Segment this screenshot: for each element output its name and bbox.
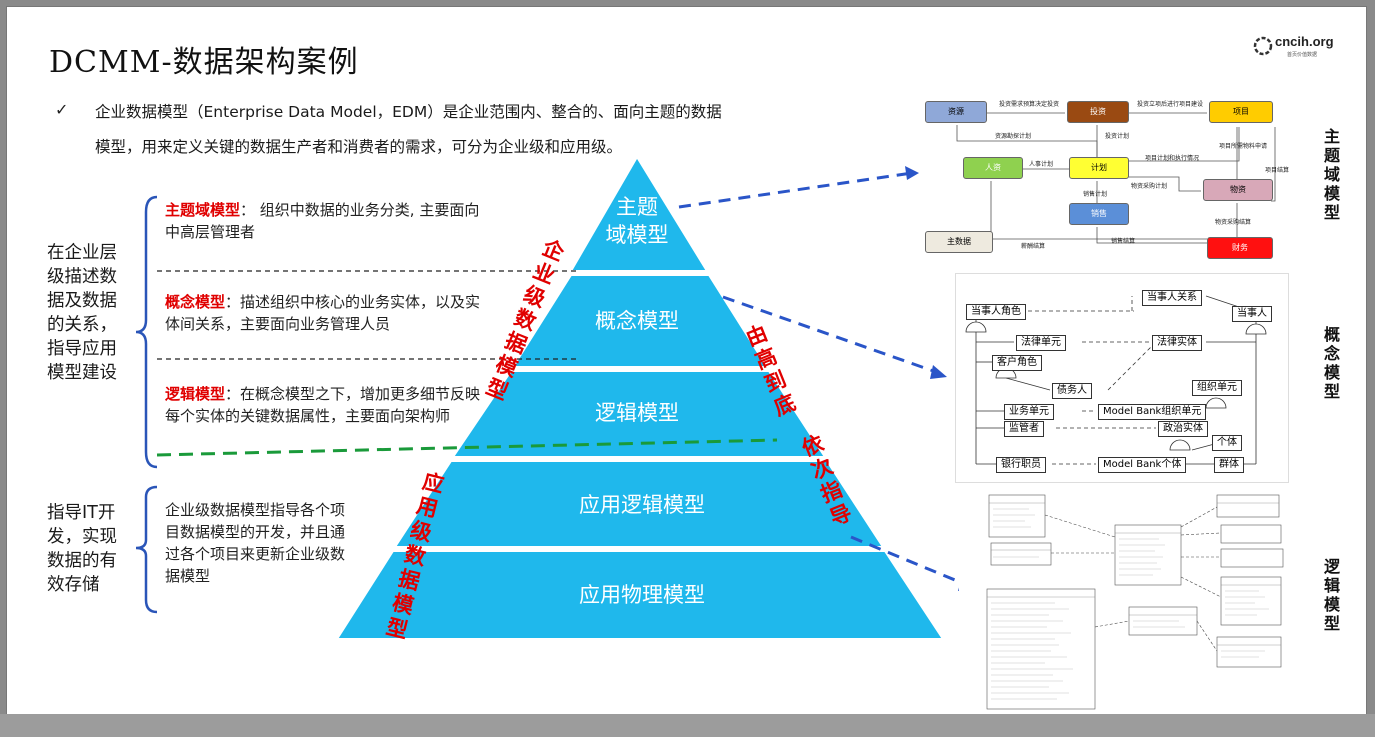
app-level-label: 指导IT开 发，实现 数据的有 效存储 bbox=[47, 503, 117, 595]
pyramid bbox=[156, 155, 975, 640]
edge-label-6: 项目计划和执行情况 bbox=[1145, 155, 1200, 162]
edge-label-2: 投资立项后进行项目建设 bbox=[1137, 101, 1204, 108]
intro-line-1: 企业数据模型（Enterprise Data Model，EDM）是企业范围内、… bbox=[95, 103, 722, 121]
pyramid-layer-logic bbox=[451, 370, 827, 458]
edge-label-5: 人事计划 bbox=[1029, 161, 1054, 168]
entity-party-role: 当事人角色 bbox=[966, 304, 1026, 320]
node-renli: 人资 bbox=[963, 157, 1023, 179]
arrow-to-concept bbox=[722, 295, 940, 375]
node-touzi: 投资 bbox=[1067, 101, 1129, 123]
logo-icon bbox=[1253, 36, 1273, 56]
entity-debtor: 债务人 bbox=[1052, 383, 1092, 399]
entity-customer-role: 客户角色 bbox=[992, 355, 1042, 371]
edge-label-4: 投资计划 bbox=[1105, 133, 1130, 140]
enterprise-app-divider bbox=[156, 438, 778, 457]
right-label-logic: 逻辑模型 bbox=[1323, 557, 1340, 633]
pyramid-layer-subject bbox=[569, 155, 709, 272]
logo-subtext: 首页价值数据 bbox=[1287, 52, 1318, 58]
layer-app-physical-label: 应用物理模型 bbox=[579, 583, 705, 607]
slide: DCMM-数据架构案例 cncih.org 首页价值数据 ✓ 企业数据模型（En… bbox=[6, 6, 1367, 728]
bottom-bar bbox=[0, 714, 1375, 737]
enterprise-level-label: 在企业层 级描述数 据及数据 的关系， 指导应用 模型建设 bbox=[47, 243, 117, 383]
edge-label-11: 物资采购结算 bbox=[1215, 219, 1252, 226]
entity-legal-unit: 法律单元 bbox=[1016, 335, 1066, 351]
edge-label-9: 物资采购计划 bbox=[1131, 183, 1168, 190]
node-xiangmu: 项目 bbox=[1209, 101, 1273, 123]
logic-model-desc: 逻辑模型：在概念模型之下，增加更多细节反映每个实体的关键数据属性，主要面向架构师 bbox=[165, 385, 481, 425]
edge-label-7: 项目所需物料申请 bbox=[1219, 143, 1268, 150]
layer-logic-label: 逻辑模型 bbox=[595, 401, 679, 425]
edge-label-8: 项目结算 bbox=[1265, 167, 1290, 174]
arrow-to-subject bbox=[678, 171, 913, 209]
node-ziyuan: 资源 bbox=[925, 101, 987, 123]
edge-label-1: 投资需求预算决定投资 bbox=[999, 101, 1060, 108]
page-title: DCMM-数据架构案例 bbox=[49, 45, 359, 80]
enterprise-brace bbox=[135, 195, 158, 469]
concept-model-desc: 概念模型：描述组织中核心的业务实体，以及实体间关系，主要面向业务管理人员 bbox=[165, 293, 481, 333]
entity-regulator: 监管者 bbox=[1004, 421, 1044, 437]
node-caiwu: 财务 bbox=[1207, 237, 1273, 259]
right-label-subject: 主题域模型 bbox=[1323, 127, 1340, 222]
entity-political-entity: 政治实体 bbox=[1158, 421, 1208, 437]
entity-business-unit: 业务单元 bbox=[1004, 404, 1054, 420]
node-wuzi: 物资 bbox=[1203, 179, 1273, 201]
pyramid-layer-app-logic bbox=[393, 460, 885, 548]
entity-bank-staff: 银行职员 bbox=[996, 457, 1046, 473]
node-jihua: 计划 bbox=[1069, 157, 1129, 179]
app-model-desc: 企业级数据模型指导各个项目数据模型的开发，并且通过各个项目来更新企业级数据模型 bbox=[165, 501, 346, 585]
pyramid-layer-concept bbox=[511, 274, 769, 368]
edge-label-3: 资源勘探计划 bbox=[995, 133, 1032, 140]
intro-line-2: 模型，用来定义关键的数据生产者和消费者的需求，可分为企业级和应用级。 bbox=[95, 138, 623, 156]
logic-diagram bbox=[959, 487, 1291, 713]
layer-subject-label: 主题 域模型 bbox=[605, 195, 669, 247]
entity-group: 群体 bbox=[1214, 457, 1244, 473]
arrow-head-concept bbox=[930, 365, 947, 379]
entity-mb-individual: Model Bank个体 bbox=[1098, 457, 1187, 473]
entity-legal-entity: 法律实体 bbox=[1152, 335, 1202, 351]
subject-edges bbox=[956, 112, 1276, 244]
right-label-concept: 概念模型 bbox=[1323, 325, 1340, 401]
logic-schema-image bbox=[986, 494, 1284, 710]
entity-party-relation: 当事人关系 bbox=[1142, 290, 1202, 306]
arrow-to-logic bbox=[850, 535, 968, 587]
entity-mb-org-unit: Model Bank组织单元 bbox=[1098, 404, 1207, 420]
edge-label-12: 薪酬结算 bbox=[1021, 243, 1046, 250]
intro-text: 企业数据模型（Enterprise Data Model，EDM）是企业范围内、… bbox=[95, 95, 905, 165]
node-xiaoshou: 销售 bbox=[1069, 203, 1129, 225]
layer-app-logic-label: 应用逻辑模型 bbox=[579, 493, 705, 517]
check-icon: ✓ bbox=[55, 100, 69, 119]
app-brace bbox=[135, 485, 158, 614]
entity-org-unit: 组织单元 bbox=[1192, 380, 1242, 396]
layer-concept-label: 概念模型 bbox=[595, 309, 679, 333]
concept-diagram: 当事人关系 当事人角色 当事人 法律单元 法律实体 客户角色 债务人 组织单元 … bbox=[955, 273, 1289, 483]
entity-party: 当事人 bbox=[1232, 306, 1272, 322]
arrow-head-subject bbox=[905, 166, 919, 180]
subject-domain-diagram: 资源 投资 项目 人资 计划 物资 销售 主数据 财务 投资需求预算决定投资 投… bbox=[919, 91, 1294, 263]
entity-individual: 个体 bbox=[1212, 435, 1242, 451]
pyramid-layer-app-physical bbox=[335, 550, 945, 640]
edge-label-13: 销售结算 bbox=[1111, 238, 1136, 245]
edge-label-10: 销售计划 bbox=[1083, 191, 1108, 198]
node-zhushuju: 主数据 bbox=[925, 231, 993, 253]
subject-model-desc: 主题域模型： 组织中数据的业务分类, 主要面向中高层管理者 bbox=[165, 201, 480, 241]
logo-text: cncih.org bbox=[1275, 34, 1334, 49]
